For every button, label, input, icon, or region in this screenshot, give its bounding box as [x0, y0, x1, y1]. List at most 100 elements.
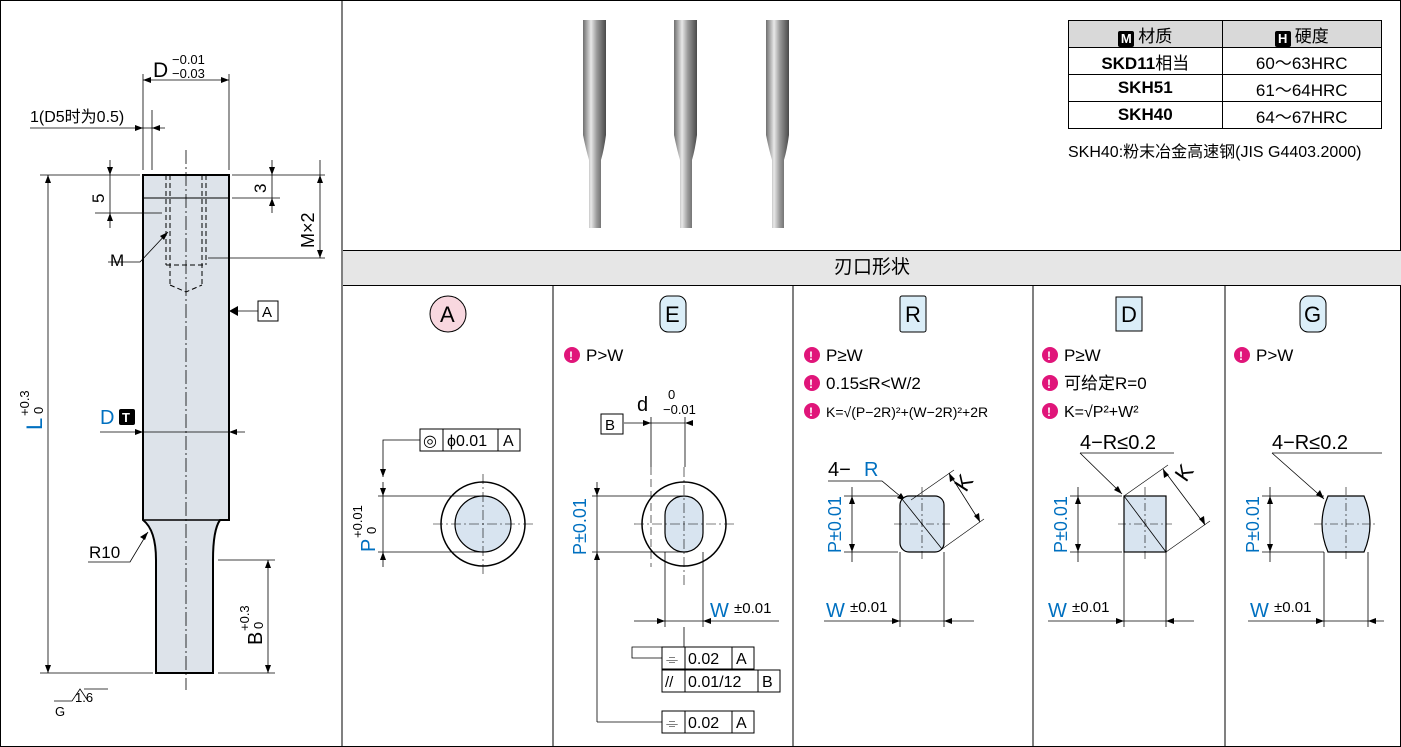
shape-r-w-label: W	[826, 600, 845, 622]
table-row: SKH51 61～64HRC	[1068, 74, 1382, 102]
dim-mx2: M×2	[298, 212, 318, 248]
svg-text:±0.01: ±0.01	[1274, 599, 1311, 616]
shape-r-conditions: ! P≥W ! 0.15≤R<W/2 ! K=√(P−2R)²+(W−2R)²+…	[804, 346, 988, 420]
svg-text:A: A	[503, 433, 514, 450]
shape-e-badge	[659, 295, 687, 333]
shape-a-badge	[429, 295, 467, 333]
svg-text:!: !	[569, 349, 573, 363]
b-dim-lower: 0	[251, 622, 266, 629]
shape-d-conditions: ! P≥W ! 可给定R=0 ! K=√P²+W²	[1042, 346, 1147, 421]
svg-text:P≥W: P≥W	[1064, 346, 1101, 365]
svg-text:0: 0	[364, 527, 379, 534]
d-dim-base: D	[153, 59, 168, 82]
svg-text:±0.01: ±0.01	[1072, 599, 1109, 616]
label-d: D	[100, 407, 114, 429]
surface-finish-icon	[54, 688, 89, 702]
svg-text:B: B	[762, 674, 773, 691]
svg-text:±0.01: ±0.01	[850, 599, 887, 616]
hardness-cell: 60～63HRC	[1221, 47, 1382, 75]
svg-text:!: !	[1047, 349, 1051, 363]
svg-text:ϕ0.01: ϕ0.01	[447, 433, 487, 450]
shape-d-corner-label: 4−R≤0.2	[1080, 432, 1156, 454]
l-dim-lower: 0	[31, 407, 46, 414]
table-row: SKD11相当 60～63HRC	[1068, 47, 1382, 75]
shape-r-k-label: K	[949, 470, 978, 496]
svg-text:!: !	[1239, 349, 1243, 363]
svg-text:0.02: 0.02	[688, 651, 719, 668]
warning-icon	[804, 375, 820, 391]
material-cell: SKD11相当	[1068, 47, 1223, 75]
svg-text:!: !	[809, 377, 813, 391]
svg-text:!: !	[1047, 405, 1051, 419]
fcf-row-3: ⌯ 0.02 A	[661, 710, 755, 734]
material-cell: SKH40	[1068, 101, 1223, 129]
warning-icon	[1234, 347, 1250, 363]
b-dim-upper: +0.3	[237, 605, 252, 631]
shape-e-datum-b: B	[605, 417, 615, 434]
shape-g-letter: G	[1304, 302, 1321, 327]
shape-r-letter: R	[905, 302, 921, 327]
shape-g-panel: G ! P>W 4−R≤0.2 P±0.01 W ±0.01	[1234, 295, 1384, 627]
svg-text:d: d	[637, 394, 648, 416]
d-badge-letter: T	[122, 410, 130, 425]
shape-g-p-label: P±0.01	[1243, 496, 1263, 553]
shape-g-badge	[1299, 295, 1327, 333]
hardness-cell: 64～67HRC	[1221, 101, 1382, 129]
shape-a-letter: A	[440, 302, 455, 327]
shape-e-p-label: P±0.01	[570, 498, 590, 555]
shape-e-letter: E	[665, 302, 680, 327]
material-icon: M	[1118, 30, 1135, 47]
svg-text:P≥W: P≥W	[826, 346, 863, 365]
punch-drawing: D −0.01 −0.03 1(D5时为0.5) 5 3 M×2 M A L +…	[17, 52, 325, 719]
shape-d-w-label: W	[1048, 600, 1067, 622]
svg-text:A: A	[736, 651, 747, 668]
svg-text:0.15≤R<W/2: 0.15≤R<W/2	[826, 374, 921, 393]
offset-label: 1(D5时为0.5)	[30, 108, 124, 126]
shape-d-panel: D ! P≥W ! 可给定R=0 ! K=√P²+W² 4−R≤0.2 K P±…	[1042, 296, 1211, 627]
svg-text:A: A	[736, 715, 747, 732]
svg-text:−0.01: −0.01	[663, 402, 696, 417]
shape-e-condition: P>W	[586, 346, 623, 365]
shapes-header: 刃口形状	[343, 250, 1401, 286]
svg-text:可给定R=0: 可给定R=0	[1064, 374, 1147, 393]
warning-icon	[1042, 347, 1058, 363]
d-badge-icon	[119, 409, 135, 425]
svg-text:R: R	[864, 459, 878, 481]
surface-finish-ref: G	[55, 704, 65, 719]
svg-text:0.02: 0.02	[688, 715, 719, 732]
svg-text:±0.01: ±0.01	[734, 600, 771, 617]
b-dim-base: B	[245, 632, 267, 645]
svg-text:!: !	[809, 405, 813, 419]
l-dim-upper: +0.3	[17, 390, 32, 416]
shape-e-w-label: W	[710, 600, 729, 622]
shape-d-k-label: K	[1170, 459, 1199, 486]
svg-text:!: !	[809, 349, 813, 363]
material-note: SKH40:粉末冶金高速钢(JIS G4403.2000)	[1068, 144, 1362, 161]
shape-d-p-label: P±0.01	[1051, 496, 1071, 553]
shape-d-badge	[1115, 296, 1143, 332]
warning-icon	[1042, 375, 1058, 391]
dim-3: 3	[251, 184, 270, 193]
label-m: M	[110, 251, 124, 270]
hardness-icon: H	[1274, 30, 1291, 47]
svg-text:⌯: ⌯	[666, 715, 678, 732]
svg-text:!: !	[1047, 377, 1051, 391]
svg-text:⌯: ⌯	[666, 651, 678, 668]
material-cell: SKH51	[1068, 74, 1223, 102]
datum-a: A	[262, 304, 272, 321]
surface-finish-value: 1.6	[75, 690, 93, 705]
label-r10: R10	[89, 543, 120, 562]
hardness-cell: 61～64HRC	[1221, 74, 1382, 102]
fcf-row-2: // 0.01/12 B	[661, 669, 781, 693]
svg-text:4−: 4−	[828, 459, 851, 481]
warning-icon	[564, 347, 580, 363]
l-dim-base: L	[22, 418, 47, 430]
shape-d-letter: D	[1121, 302, 1137, 327]
svg-text://: //	[665, 674, 674, 691]
svg-text:0: 0	[668, 387, 675, 402]
warning-icon	[804, 347, 820, 363]
punch-photo-2	[674, 20, 697, 228]
